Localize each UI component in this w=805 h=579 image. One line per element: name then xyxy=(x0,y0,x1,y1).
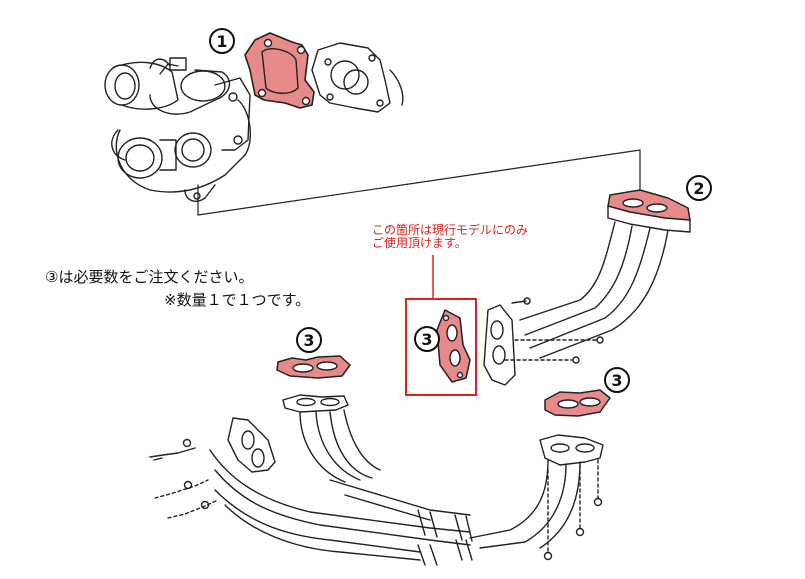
turbocharger-drawing xyxy=(104,57,251,202)
part-number-3-left: 3 xyxy=(296,327,322,353)
part-number-3-right: 3 xyxy=(604,367,630,393)
bolt-icon-group-left xyxy=(149,438,219,519)
order-note-line1: ③は必要数をご注文ください。 xyxy=(45,268,254,286)
callout-note-line1: この箇所は現行モデルにのみ xyxy=(372,223,529,237)
gasket-3-left xyxy=(276,355,351,379)
front-pipe-drawing xyxy=(483,189,691,386)
exhaust-manifold-drawing xyxy=(209,394,604,566)
callout-gasket xyxy=(436,309,471,383)
flange-gasket-plain xyxy=(311,42,404,113)
part-number-1-label: 1 xyxy=(216,31,228,51)
part-number-1: 1 xyxy=(209,28,235,54)
gasket-1-highlighted xyxy=(244,32,315,109)
gasket-3-right xyxy=(544,389,611,417)
part-number-3-callout-label: 3 xyxy=(421,329,433,349)
callout-box xyxy=(405,298,477,396)
callout-note-line2: ご使用頂けます。 xyxy=(372,236,467,250)
part-number-3-right-label: 3 xyxy=(611,370,623,390)
order-note-line2: ※数量１で１つです。 xyxy=(164,291,311,309)
part-number-3-callout: 3 xyxy=(414,326,440,352)
part-number-2-label: 2 xyxy=(693,178,705,198)
callout-note: この箇所は現行モデルにのみ ご使用頂けます。 xyxy=(372,224,528,250)
part-number-2: 2 xyxy=(686,175,712,201)
part-number-3-left-label: 3 xyxy=(303,330,315,350)
